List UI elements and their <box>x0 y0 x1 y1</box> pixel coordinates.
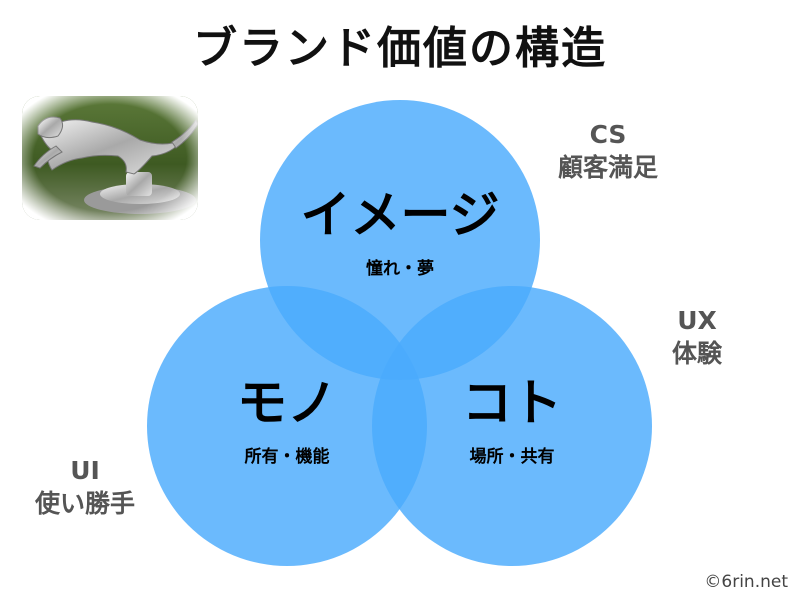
side-label-cs-text: 顧客満足 <box>557 153 658 182</box>
circle-koto-label: コト <box>462 374 562 432</box>
circle-mono <box>147 286 427 566</box>
side-label-ui-text: 使い勝手 <box>34 489 135 518</box>
page-title: ブランド価値の構造 <box>193 23 607 74</box>
side-label-ux-text: 体験 <box>671 339 722 368</box>
circle-koto-sublabel: 場所・共有 <box>469 447 555 467</box>
circle-koto <box>372 286 652 566</box>
circle-mono-text: モノ 所有・機能 <box>147 378 427 467</box>
side-label-ui-abbr: UI <box>70 456 100 485</box>
side-label-ux: UX 体験 <box>632 304 762 370</box>
circle-mono-sublabel: 所有・機能 <box>244 447 330 467</box>
jaguar-icon <box>22 96 198 220</box>
side-label-cs-abbr: CS <box>589 120 627 149</box>
side-label-cs: CS 顧客満足 <box>543 118 673 184</box>
circle-mono-label: モノ <box>237 374 337 432</box>
circle-image-text: イメージ 憧れ・夢 <box>260 190 540 279</box>
circle-image-sublabel: 憧れ・夢 <box>366 259 434 279</box>
side-label-ui: UI 使い勝手 <box>20 454 150 520</box>
copyright-credit: ©6rin.net <box>704 572 788 592</box>
side-label-ux-abbr: UX <box>677 306 717 335</box>
circle-image-label: イメージ <box>300 186 500 244</box>
circle-koto-text: コト 場所・共有 <box>372 378 652 467</box>
jaguar-hood-ornament-image <box>22 96 198 220</box>
